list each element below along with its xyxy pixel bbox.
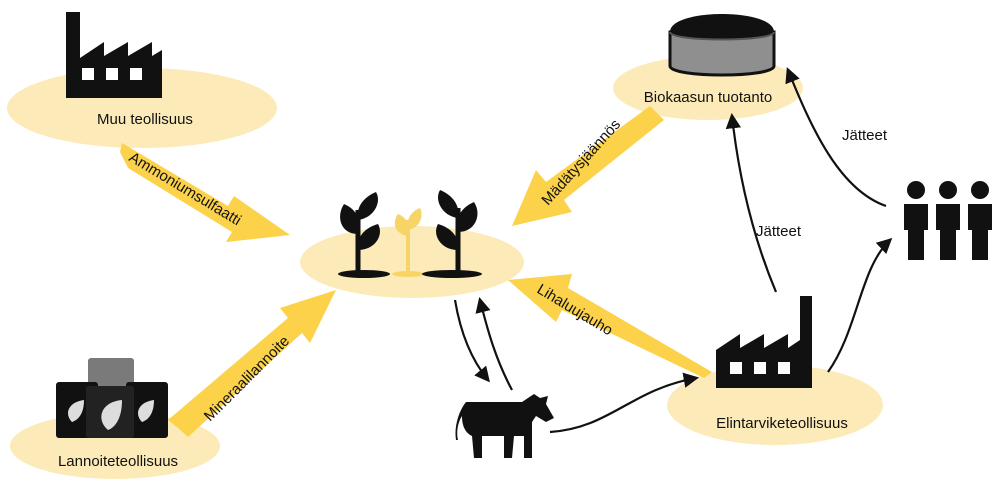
factory-icon xyxy=(66,12,162,98)
node-plants-background xyxy=(300,226,524,298)
madatys-flow-arrow xyxy=(512,106,664,226)
ammonium-flow-arrow xyxy=(120,143,290,242)
lihaluu-flow-arrow xyxy=(508,274,712,378)
madatys-label: Mädätysjäännös xyxy=(538,116,624,209)
cow-to-plants-arrow xyxy=(475,297,513,391)
jatteet-label-2: Jätteet xyxy=(842,127,888,144)
ihmiset-to-biokaasu-arrow xyxy=(785,67,887,208)
ammonium-label: Ammoniumsulfaatti xyxy=(126,149,244,229)
mineraali-flow-arrow xyxy=(168,290,336,437)
jatteet-label-1: Jätteet xyxy=(756,223,802,240)
factory-icon xyxy=(716,296,812,388)
mineraali-label: Mineraalilannoite xyxy=(201,333,293,425)
plants-to-cow-arrow xyxy=(453,299,490,383)
node-lannoite-label: Lannoiteteollisuus xyxy=(58,453,178,470)
node-muu-label: Muu teollisuus xyxy=(97,111,193,128)
cow-icon xyxy=(455,394,554,458)
node-elintarvike-label: Elintarviketeollisuus xyxy=(716,415,848,432)
fertilizer-bags-icon xyxy=(56,358,168,438)
cow-to-elintarvike-arrow xyxy=(549,372,700,434)
plants-icon xyxy=(338,190,482,278)
elintarvike-to-biokaasu-arrow xyxy=(725,112,778,293)
people-icon xyxy=(904,181,992,260)
elintarvike-to-ihmiset-arrow xyxy=(827,237,893,373)
biogas-tank-icon xyxy=(668,14,776,77)
node-biokaasu-label: Biokaasun tuotanto xyxy=(644,89,772,106)
